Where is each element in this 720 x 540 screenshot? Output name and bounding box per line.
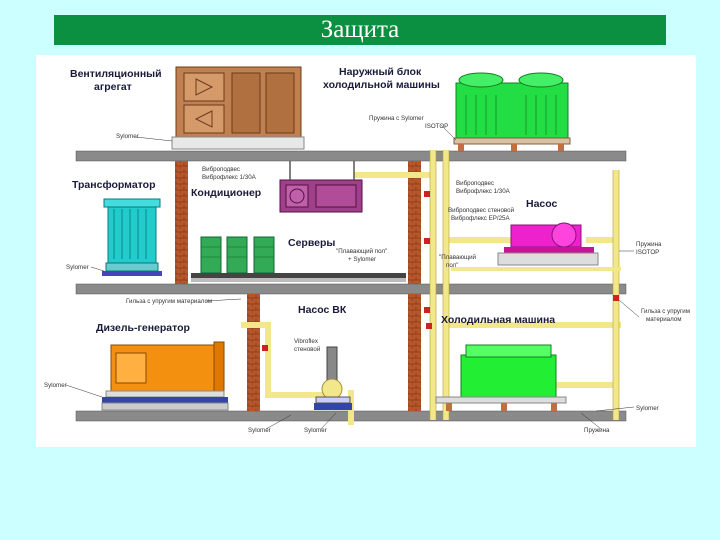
ventilation-unit <box>171 66 305 150</box>
label-outdoor-1: Наружный блок <box>339 66 422 78</box>
note-sleeve-right-1: Гильза с упругим <box>641 308 690 315</box>
label-transformer: Трансформатор <box>72 179 156 191</box>
brick-column-left-upper <box>175 161 188 284</box>
brick-column-mid-lower <box>408 294 421 411</box>
note-vibro-wall-1: Виброподвес стеновой <box>448 207 515 214</box>
label-diesel-generator: Дизель-генератор <box>96 322 190 334</box>
label-chiller: Холодильная машина <box>441 314 555 326</box>
note-vibro-cond-2: Виброфлекс 1/30А <box>202 174 257 181</box>
note-vibro-right-2: Виброфлекс 1/30А <box>456 188 511 195</box>
pump-vk <box>314 346 352 410</box>
building-vibration-diagram: Вентиляционный агрегат Наружный блок хол… <box>44 66 690 434</box>
note-floating-floor-1: "Плавающий пол" <box>336 248 387 255</box>
note-vibro-right-1: Виброподвес <box>456 180 494 187</box>
note-spring-sylomer-2: ISOTOP <box>425 123 448 130</box>
title-bar: Защита <box>54 15 666 45</box>
slab-middle <box>75 283 627 295</box>
note-sylomer-top: Sylomer <box>116 133 139 140</box>
label-ventilation-1: Вентиляционный <box>70 68 162 80</box>
leader-lines <box>65 124 640 430</box>
note-spring-sylomer-1: Пружина с Sylomer <box>369 115 424 122</box>
note-sylomer-diesel: Sylomer <box>44 382 67 389</box>
slab-roof <box>75 150 627 162</box>
note-floating-floor-2: + Sylomer <box>348 256 376 263</box>
outdoor-chiller-unit <box>453 72 571 151</box>
note-spring-bottom: Пружина <box>584 427 610 434</box>
label-outdoor-2: холодильной машины <box>323 79 440 91</box>
label-pump-vk: Насос ВК <box>298 304 347 316</box>
brick-column-left-lower <box>247 294 260 411</box>
diesel-generator <box>101 341 229 411</box>
label-ventilation-2: агрегат <box>94 81 132 93</box>
note-sleeve-right-2: материалом <box>646 316 681 323</box>
note-vibro-cond-1: Виброподвес <box>202 166 240 173</box>
label-pump: Насос <box>526 198 558 210</box>
label-conditioner: Кондиционер <box>191 187 261 199</box>
note-vibro-wall-2: Виброфлекс ЕР/25А <box>451 215 510 222</box>
transformer <box>102 198 162 276</box>
conditioner <box>279 161 363 213</box>
note-sylomer-chiller: Sylomer <box>636 405 659 412</box>
note-sylomer-bottom-2: Sylomer <box>304 427 327 434</box>
note-vibroflex-2: стеновой <box>294 346 321 353</box>
note-vibroflex-1: Vibroflex <box>294 338 319 345</box>
note-floating-floor-4: пол" <box>446 262 458 269</box>
chiller <box>435 344 567 411</box>
slide-title: Защита <box>320 16 400 43</box>
brick-column-mid-upper <box>408 161 421 284</box>
note-spring-isotop-1: Пружина <box>636 241 662 248</box>
note-sleeve-left: Гильза с упругим материалом <box>126 298 212 305</box>
note-sylomer-bottom-1: Sylomer <box>248 427 271 434</box>
note-spring-isotop-2: ISOTOP <box>636 249 659 256</box>
flex-connectors <box>262 191 619 351</box>
pump <box>451 222 621 271</box>
note-sylomer-transformer: Sylomer <box>66 264 89 271</box>
servers <box>191 236 406 282</box>
diagram-panel: Вентиляционный агрегат Наружный блок хол… <box>36 55 696 447</box>
note-floating-floor-3: "Плавающий <box>439 254 477 261</box>
label-servers: Серверы <box>288 237 335 249</box>
